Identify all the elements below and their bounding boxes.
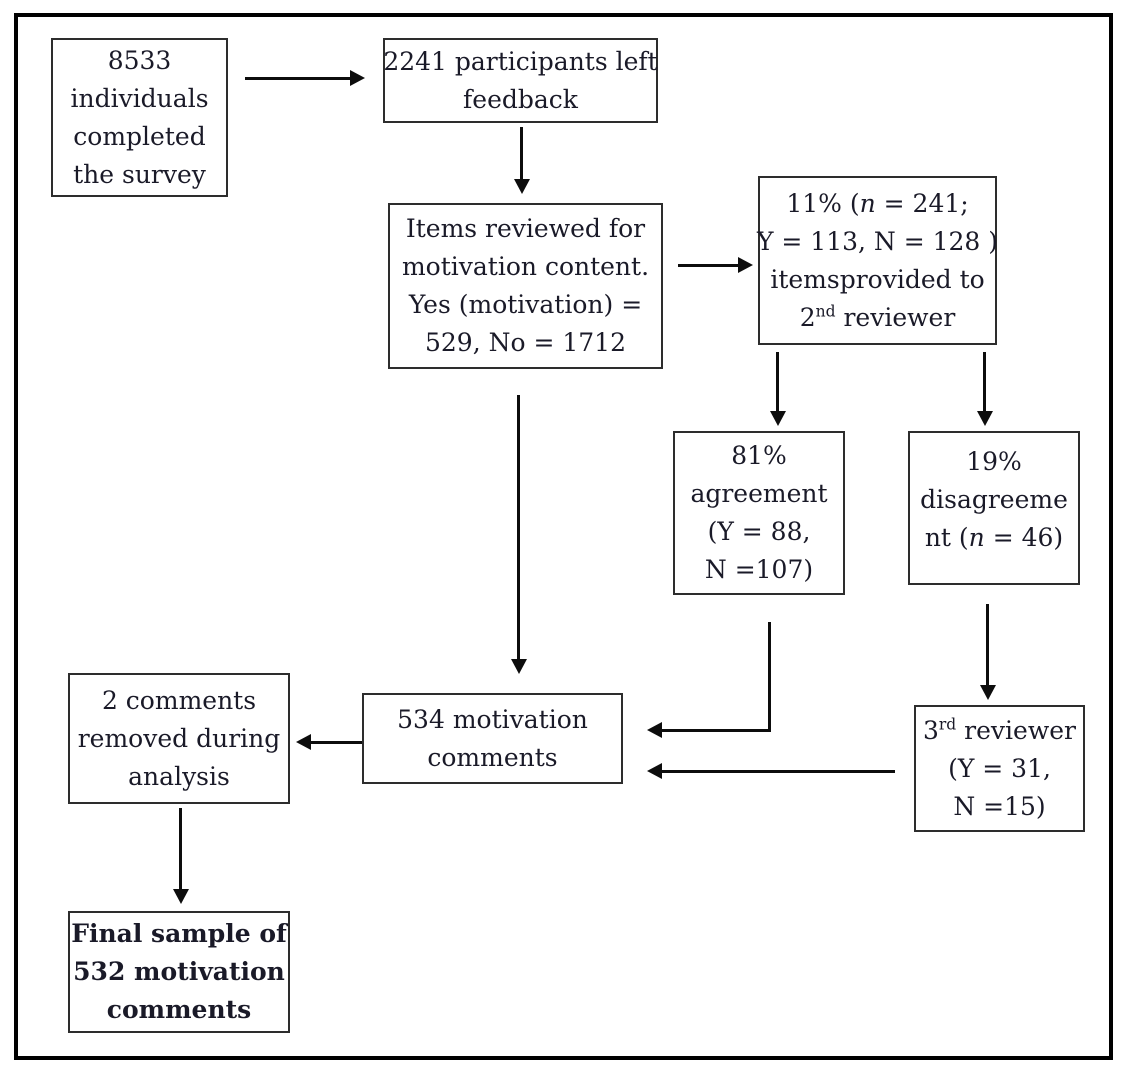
arrow-second-to-agreement-line (776, 352, 779, 411)
box-removed-line-3: analysis (128, 761, 230, 791)
box-third-reviewer-line-2: (Y = 31, (948, 753, 1051, 783)
box-agreement: 81% agreement (Y = 88, N =107) (673, 431, 845, 595)
box-second-reviewer-line-1: 11% (n = 241; (786, 185, 968, 223)
arrow-right-icon (350, 70, 365, 86)
arrow-right-icon (738, 257, 753, 273)
box-survey-line-1: 8533 (107, 45, 172, 75)
box-feedback-line-1: 2241 participants left (383, 46, 658, 76)
box-review-line-3: Yes (motivation) = (408, 290, 643, 319)
box-second-reviewer-line-4: 2nd reviewer (800, 299, 956, 337)
text-fragment: 2 (799, 302, 816, 332)
box-534-comments-line-1: 534 motivation (397, 704, 588, 734)
arrow-down-icon (173, 889, 189, 904)
arrow-down-icon (514, 179, 530, 194)
box-removed-line-2: removed during (77, 723, 281, 753)
box-final-sample-line-2: 532 motivation (73, 957, 285, 986)
italic-n: n (859, 188, 876, 218)
arrow-down-icon (980, 685, 996, 700)
box-final-sample: Final sample of 532 motivation comments (68, 911, 290, 1033)
box-final-sample-line-1: Final sample of (71, 919, 287, 948)
text-fragment: 3 (922, 715, 939, 745)
arrow-down-icon (770, 411, 786, 426)
arrow-down-icon (977, 411, 993, 426)
box-second-reviewer-line-2: Y = 113, N = 128 ) (756, 226, 999, 256)
text-fragment: reviewer (835, 302, 956, 332)
text-fragment: = 46) (984, 523, 1064, 552)
arrow-third-to-534-line (660, 770, 895, 773)
box-534-comments-line-2: comments (427, 742, 558, 772)
box-agreement-line-1: 81% (731, 441, 787, 470)
box-review-line-1: Items reviewed for (405, 214, 646, 243)
diagram-outer-border (14, 13, 1113, 1060)
arrow-feedback-to-review-line (520, 127, 523, 179)
arrow-removed-to-final-line (179, 808, 182, 889)
arrow-survey-to-feedback-line (245, 77, 352, 80)
box-agreement-line-4: N =107) (704, 555, 814, 584)
box-third-reviewer-line-1: 3rd reviewer (923, 712, 1076, 750)
arrow-review-to-second-line (678, 264, 740, 267)
box-final-sample-line-3: comments (106, 995, 252, 1024)
box-feedback-line-2: feedback (463, 84, 578, 114)
box-review-line-4: 529, No = 1712 (424, 328, 626, 357)
box-comments-removed: 2 comments removed during analysis (68, 673, 290, 804)
box-survey-completed: 8533 individuals completed the survey (51, 38, 228, 197)
text-fragment: reviewer (956, 715, 1076, 745)
box-disagreement-line-1: 19% (966, 447, 1022, 476)
arrow-disagreement-to-third-line (986, 604, 989, 685)
arrow-left-icon (296, 734, 311, 750)
box-534-comments: 534 motivation comments (362, 693, 623, 784)
arrow-second-to-disagreement-line (983, 352, 986, 411)
box-agreement-line-3: (Y = 88, (707, 517, 811, 546)
text-fragment: nt ( (924, 523, 969, 552)
box-disagreement-line-3: nt (n = 46) (925, 519, 1063, 557)
box-survey-line-4: the survey (73, 159, 206, 189)
box-participants-feedback: 2241 participants left feedback (383, 38, 658, 123)
arrow-down-icon (511, 659, 527, 674)
text-fragment: 11% ( (786, 188, 860, 218)
ordinal-superscript: nd (815, 302, 836, 321)
box-second-reviewer: 11% (n = 241; Y = 113, N = 128 ) itemspr… (756, 176, 999, 345)
text-fragment: = 241; (875, 188, 969, 218)
box-agreement-line-2: agreement (690, 479, 828, 508)
box-disagreement-line-2: disagreeme (920, 485, 1068, 514)
arrow-review-to-534-line (517, 395, 520, 659)
italic-n: n (968, 523, 985, 552)
box-items-reviewed: Items reviewed for motivation content. Y… (388, 203, 663, 369)
ordinal-superscript: rd (938, 715, 957, 734)
box-third-reviewer-line-3: N =15) (953, 791, 1046, 821)
box-survey-line-2: individuals (70, 83, 209, 113)
box-removed-line-1: 2 comments (101, 685, 257, 715)
arrow-agreement-to-534-horizontal (660, 729, 770, 732)
box-disagreement: 19% disagreeme nt (n = 46) (908, 431, 1080, 585)
arrow-agreement-to-534-vertical (768, 622, 771, 732)
box-review-line-2: motivation content. (401, 252, 650, 281)
box-third-reviewer: 3rd reviewer (Y = 31, N =15) (914, 705, 1085, 832)
arrow-left-icon (647, 763, 662, 779)
arrow-left-icon (647, 722, 662, 738)
arrow-534-to-removed-line (310, 741, 362, 744)
box-survey-line-3: completed (73, 121, 206, 151)
box-second-reviewer-line-3: itemsprovided to (770, 264, 985, 294)
